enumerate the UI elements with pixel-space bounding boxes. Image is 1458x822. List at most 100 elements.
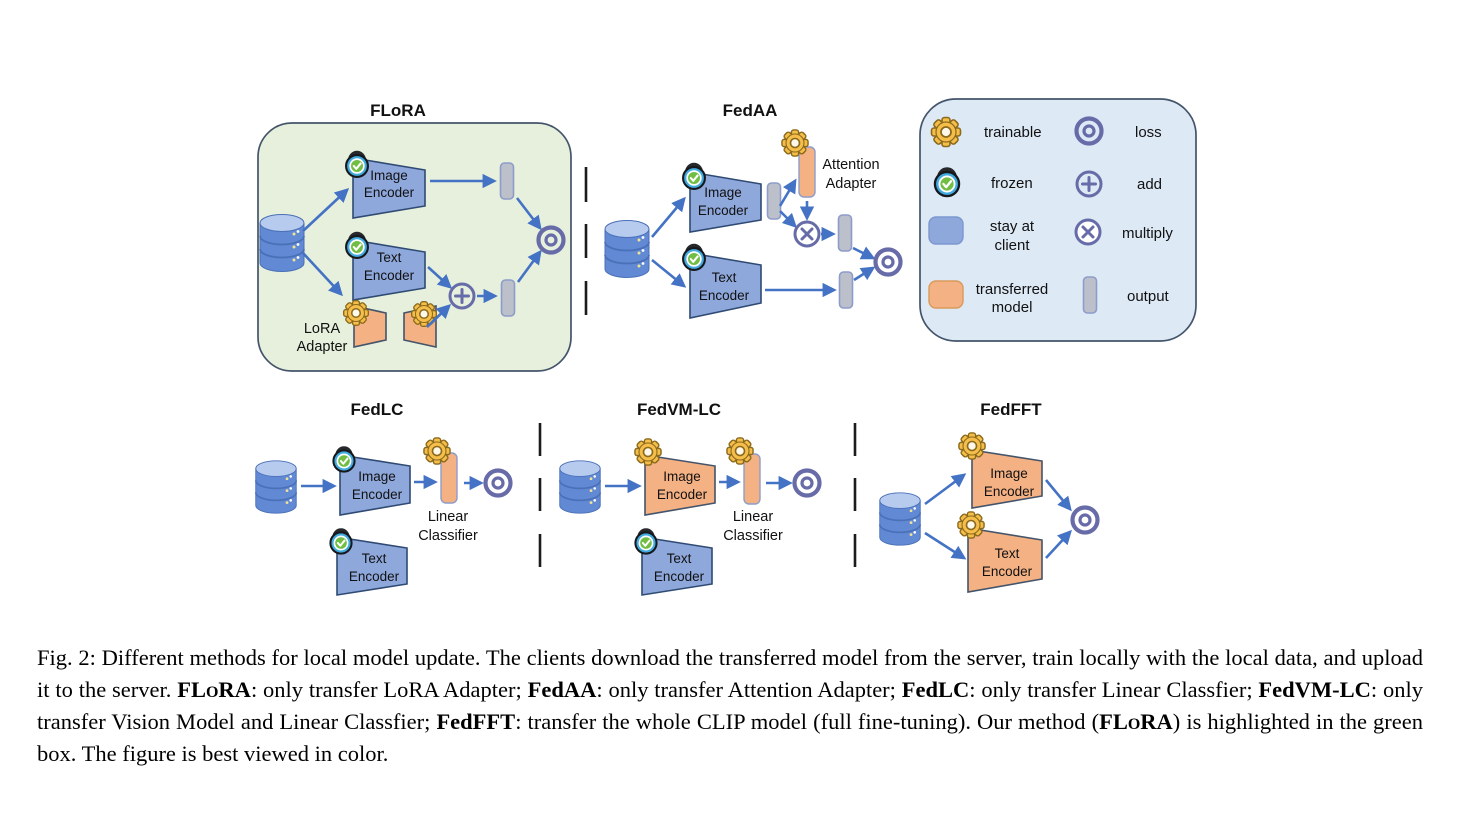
gear-icon [781, 129, 809, 157]
linear-classifier-label: Classifier [723, 528, 783, 544]
image-encoder-label: Image [990, 466, 1028, 481]
panel-title: FedAA [723, 101, 778, 120]
image-encoder-label: Image [370, 168, 408, 183]
arrow [651, 258, 687, 288]
caption-text-segment: : only transfer Vision Model and Linear … [37, 677, 1424, 734]
panel-title: FedFFT [980, 400, 1042, 419]
image-encoder-shape [971, 449, 1043, 509]
multiply-icon [1074, 218, 1102, 246]
output-bar-icon [1082, 276, 1098, 314]
text-encoder-label: Encoder [364, 268, 415, 283]
image-encoder-label: Encoder [657, 487, 708, 502]
caption-method-name: FedVM-LC [1258, 677, 1371, 702]
panel-title: FedVM-LC [637, 400, 721, 419]
text-encoder-label: Text [712, 270, 737, 285]
legend-label-add: add [1137, 176, 1162, 193]
text-encoder-shape [967, 527, 1043, 593]
lock-icon [935, 169, 959, 196]
lora-adapter-label: Adapter [297, 339, 348, 355]
arrow [427, 266, 453, 289]
linear-classifier-label: Linear [733, 509, 773, 525]
lock-icon [328, 528, 354, 556]
caption-text-segment: : only transfer LoRA Adapter; [250, 677, 528, 702]
lock-icon [331, 446, 357, 474]
output-bar-icon [766, 182, 782, 220]
arrow [924, 473, 967, 506]
arrow [852, 246, 876, 260]
text-encoder-shape [352, 239, 426, 301]
legend-label-stay-at-client: stay at [990, 218, 1035, 235]
legend-label-loss: loss [1135, 124, 1162, 141]
image-encoder-shape [689, 171, 762, 233]
caption-text-segment: Fig. 2: Different methods for local mode… [37, 645, 1423, 702]
caption-text-segment: : transfer the whole CLIP model (full fi… [515, 709, 1100, 734]
text-encoder-label: Encoder [982, 564, 1033, 579]
arrow [1044, 479, 1072, 512]
panel-fedfft: FedFFT Image Encoder Text Encoder [878, 400, 1098, 593]
image-encoder-label: Encoder [352, 487, 403, 502]
database-icon [878, 491, 922, 547]
transferred-model-swatch [928, 280, 964, 309]
output-bar-icon [838, 271, 854, 309]
gear-icon [958, 432, 986, 460]
text-encoder-shape [641, 536, 713, 596]
image-encoder-shape [644, 454, 716, 516]
text-encoder-label: Text [995, 546, 1020, 561]
caption-text-segment: : only transfer Linear Classfier; [969, 677, 1259, 702]
database-icon [259, 213, 305, 273]
caption-method-name: FLoRA [177, 677, 251, 702]
panel-flora: FLoRA Image Encoder Text Encoder LoRA Ad… [257, 101, 572, 372]
text-encoder-label: Text [667, 551, 692, 566]
output-bar-icon [499, 162, 515, 200]
text-encoder-label: Encoder [699, 288, 750, 303]
legend-box [919, 98, 1197, 342]
arrow [651, 196, 686, 238]
panel-fedaa: FedAA Image Encoder Text Encoder Attenti… [604, 101, 901, 319]
loss-icon [795, 471, 820, 496]
database-icon [558, 459, 602, 515]
multiply-icon [793, 220, 821, 248]
client-model-swatch [928, 216, 964, 245]
gear-icon [957, 511, 985, 539]
text-encoder-label: Text [362, 551, 387, 566]
arrow [426, 304, 452, 328]
text-encoder-shape [336, 536, 408, 596]
image-encoder-label: Encoder [698, 203, 749, 218]
linear-classifier-label: Classifier [418, 528, 478, 544]
caption-method-name: FedAA [527, 677, 597, 702]
image-encoder-label: Image [704, 185, 742, 200]
legend-label-stay-at-client: client [994, 237, 1030, 254]
legend: trainable frozen stay at client transfer… [919, 98, 1197, 342]
caption-method-name: FLoRA [1099, 709, 1173, 734]
linear-classifier-label: Linear [428, 509, 468, 525]
caption-method-name: FedFFT [436, 709, 516, 734]
loss-icon [876, 250, 901, 275]
legend-label-trainable: trainable [984, 124, 1042, 141]
image-encoder-shape [339, 454, 411, 516]
legend-label-frozen: frozen [991, 175, 1033, 192]
gear-icon [930, 116, 962, 148]
panel-fedlc: FedLC Image Encoder Linear Classifier Te… [254, 400, 511, 596]
legend-label-transferred-model: model [992, 299, 1033, 316]
figure-caption: Fig. 2: Different methods for local mode… [37, 642, 1423, 770]
legend-label-transferred-model: transferred [976, 281, 1049, 298]
caption-method-name: FedLC [901, 677, 970, 702]
arrow [779, 210, 798, 229]
database-icon [254, 459, 298, 515]
caption-text-segment: : only transfer Attention Adapter; [596, 677, 902, 702]
image-encoder-label: Image [663, 469, 701, 484]
output-bar-icon [837, 214, 853, 252]
legend-label-multiply: multiply [1122, 225, 1173, 242]
arrow [302, 188, 350, 232]
attention-adapter-label: Attention [822, 157, 879, 173]
arrow [924, 531, 967, 560]
legend-label-output: output [1127, 288, 1170, 305]
arrow [1045, 529, 1072, 559]
gear-icon [423, 437, 451, 465]
loss-icon [1073, 508, 1098, 533]
text-encoder-label: Encoder [349, 569, 400, 584]
text-encoder-label: Encoder [654, 569, 705, 584]
arrow [515, 197, 542, 231]
text-encoder-shape [689, 252, 762, 319]
